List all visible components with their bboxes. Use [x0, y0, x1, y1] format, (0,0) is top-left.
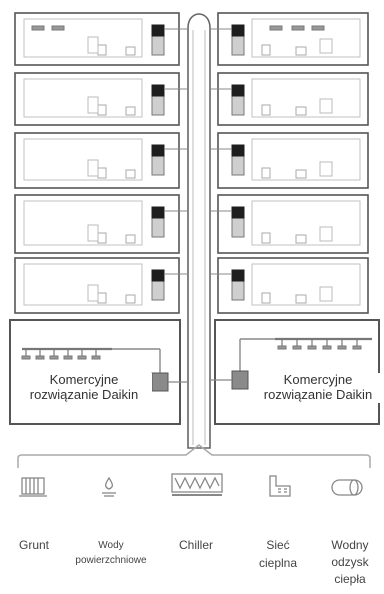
source-heat-line1: Sieć	[266, 538, 290, 552]
apartment-right-2	[217, 72, 369, 126]
commercial-left-heat-pump	[151, 372, 169, 392]
apartment-left-2	[14, 72, 180, 126]
source-chiller-line1: Chiller	[178, 538, 213, 552]
commercial-right-heat-pump	[231, 370, 249, 390]
apartment-right-1	[217, 12, 369, 66]
commercial-left-line2: rozwiązanie Daikin	[29, 386, 139, 402]
apartment-right-3	[217, 132, 369, 189]
apartment-right-4	[217, 194, 369, 254]
source-ground-line1: Grunt	[18, 538, 49, 552]
source-water-line1: Wodny	[331, 538, 369, 552]
source-label-chiller: Chiller	[165, 538, 227, 553]
radiator-icon	[19, 477, 47, 497]
source-heat-line2: cieplna	[258, 555, 298, 570]
left-apartment-interiors	[23, 18, 188, 306]
commercial-right-units	[239, 337, 372, 371]
source-label-ground: Grunt	[4, 538, 64, 553]
commercial-left	[9, 319, 181, 425]
right-building	[214, 12, 380, 425]
source-bracket	[17, 444, 371, 468]
commercial-right-label: Komercyjne rozwiązanie Daikin	[250, 372, 384, 403]
right-apartment-interiors	[210, 18, 361, 306]
commercial-right-line2: rozwiązanie Daikin	[263, 386, 373, 402]
water-pipe-icon	[331, 479, 363, 496]
source-label-heat-network: Sieć cieplna	[248, 538, 308, 571]
apartment-left-4	[14, 194, 180, 254]
apartment-right-5	[217, 257, 369, 314]
source-label-water-recovery: Wodny odzysk ciepła	[318, 538, 382, 586]
commercial-fan-units	[21, 339, 362, 360]
apartment-left-1	[14, 12, 180, 66]
apartment-left-5	[14, 257, 180, 314]
source-surface-line2: powierzchniowe	[75, 554, 147, 566]
source-water-line3: ciepła	[334, 571, 366, 586]
source-water-line2: odzysk	[331, 554, 369, 569]
commercial-left-line1: Komercyjne	[49, 372, 119, 387]
commercial-left-label: Komercyjne rozwiązanie Daikin	[16, 372, 152, 403]
heat-network-icon	[269, 475, 291, 497]
source-surface-line1: Wody	[98, 540, 124, 551]
chiller-icon	[171, 473, 223, 496]
riser-pipe	[187, 13, 211, 449]
commercial-right-line1: Komercyjne	[283, 372, 353, 387]
source-label-surface-water: Wody powierzchniowe	[70, 540, 152, 566]
left-building	[9, 12, 181, 425]
apartment-left-3	[14, 132, 180, 189]
commercial-right	[214, 319, 380, 425]
water-drop-icon	[102, 476, 116, 497]
